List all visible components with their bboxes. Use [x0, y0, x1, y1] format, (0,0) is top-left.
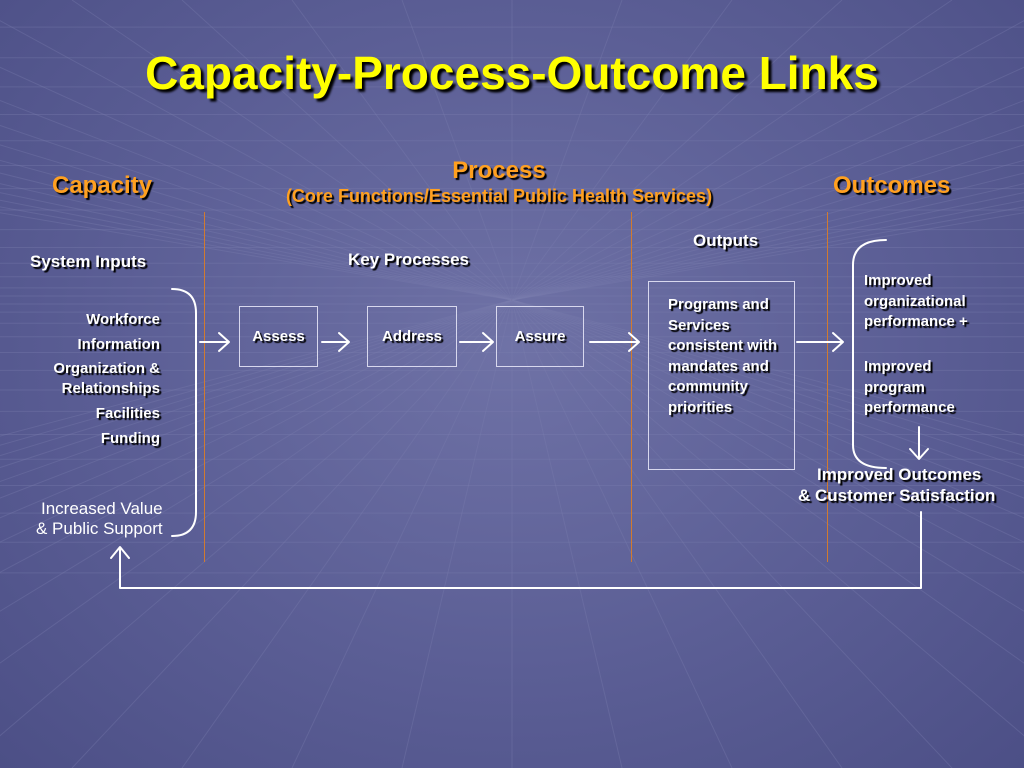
capacity-header: Capacity [52, 172, 153, 199]
input-facilities: Facilities [95, 405, 160, 422]
outcomes-header: Outcomes [833, 172, 951, 199]
assure-box: Assure [496, 306, 584, 367]
input-relationships: Relationships [61, 380, 160, 397]
input-organization: Organization & [53, 360, 160, 377]
outputs-box: Programs and Services consistent with ma… [648, 281, 795, 470]
assure-label: Assure [514, 328, 566, 345]
outputs-label: Outputs [693, 231, 759, 250]
key-processes-label: Key Processes [348, 250, 469, 269]
input-workforce: Workforce [86, 311, 160, 328]
inputs-bracket [171, 288, 197, 537]
outcome-organizational: Improved organizational performance + [864, 272, 968, 330]
final-outcome-line1: Improved Outcomes [817, 465, 982, 484]
address-box: Address [367, 306, 457, 367]
address-label: Address [381, 328, 443, 345]
arrow-assess-to-address [321, 332, 350, 352]
input-information: Information [77, 336, 161, 353]
input-funding: Funding [100, 430, 160, 447]
divider-outputs-outcomes [827, 212, 828, 562]
feedback-label-line2: & Public Support [36, 519, 163, 538]
final-outcome-line2: & Customer Satisfaction [798, 486, 996, 505]
divider-capacity-process [204, 212, 205, 562]
feedback-loop [110, 511, 922, 589]
system-inputs-label: System Inputs [30, 252, 147, 271]
arrow-outputs-to-outcomes [796, 332, 844, 352]
arrow-inputs-to-assess [199, 332, 230, 352]
arrow-address-to-assure [459, 332, 494, 352]
feedback-label-line1: Increased Value [41, 499, 163, 518]
process-subheader: (Core Functions/Essential Public Health … [285, 186, 713, 206]
outcome-program: Improved program performance [864, 358, 955, 416]
assess-box: Assess [239, 306, 318, 367]
process-header: Process [452, 157, 546, 184]
assess-label: Assess [252, 328, 305, 345]
slide-title: Capacity-Process-Outcome Links [145, 47, 879, 99]
arrow-down-to-final [909, 426, 929, 460]
outcomes-bracket [852, 239, 887, 469]
arrow-assure-to-outputs [589, 332, 640, 352]
outputs-text: Programs and Services consistent with ma… [668, 296, 778, 416]
divider-process-outputs [631, 212, 632, 562]
